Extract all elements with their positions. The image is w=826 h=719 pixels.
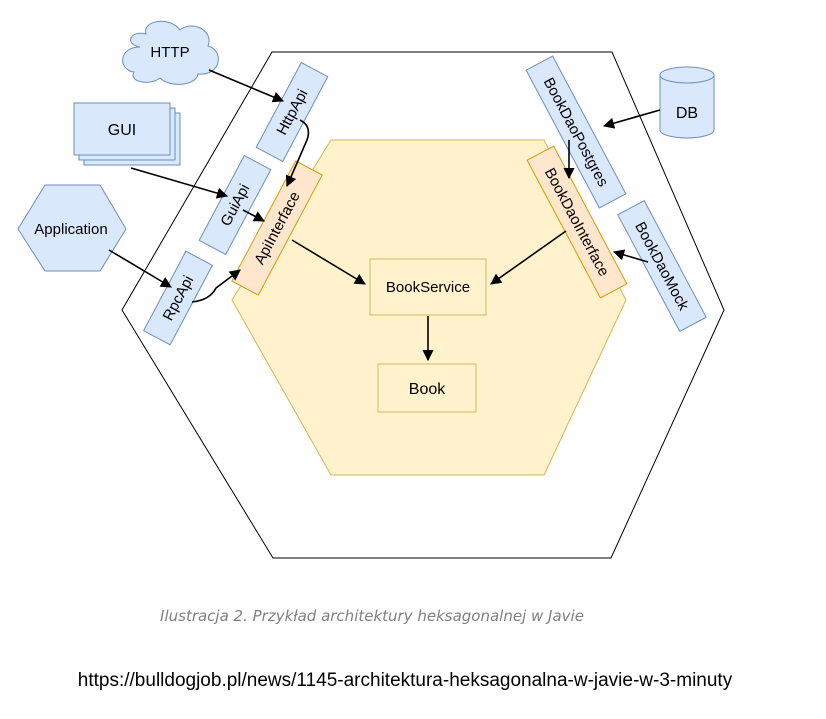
- arrow-httpapi-to-apiinterface: [285, 119, 310, 188]
- application-hexagon: Application: [17, 184, 127, 272]
- http-cloud: HTTP: [122, 20, 219, 85]
- book-label: Book: [409, 381, 446, 398]
- arrow-guiapi-to-apiinterface: [242, 209, 265, 222]
- gui-label: GUI: [108, 122, 136, 139]
- arrow-rpcapi-to-apiinterface: [191, 269, 241, 303]
- arrow-http-to-httpapi: [208, 69, 285, 103]
- arrow-bookdaomock-to-bookdaointerface: [612, 249, 649, 263]
- arrow-gui-to-guiapi: [130, 167, 229, 199]
- db-label: DB: [676, 105, 698, 122]
- source-url: https://bulldogjob.pl/news/1145-architek…: [77, 670, 733, 691]
- arrow-bookdaointerface-to-bookservice: [490, 230, 567, 285]
- book-box: Book: [377, 363, 477, 413]
- hexagonal-architecture-diagram: HTTP GUI Application DB HttpApi GuiApi R…: [17, 20, 725, 559]
- application-label: Application: [34, 221, 107, 238]
- arrow-apiinterface-to-bookservice: [291, 239, 366, 285]
- arrow-application-to-rpcapi: [108, 249, 172, 288]
- db-cylinder: DB: [659, 66, 715, 139]
- gui-stack: GUI: [73, 102, 181, 166]
- book-service-box: BookService: [369, 258, 487, 316]
- arrow-db-to-bookdaopostgres: [602, 109, 661, 129]
- http-label: HTTP: [150, 44, 189, 61]
- figure-caption: Ilustracja 2. Przykład architektury heks…: [160, 607, 584, 625]
- book-service-label: BookService: [386, 279, 470, 296]
